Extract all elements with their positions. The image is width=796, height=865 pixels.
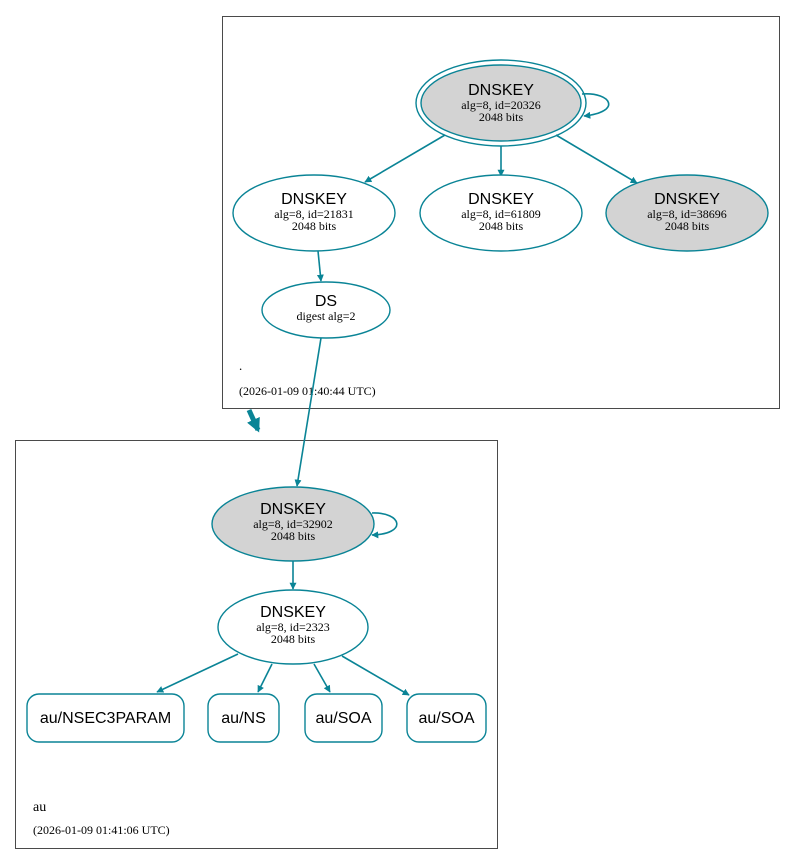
- node-title: DNSKEY: [281, 191, 347, 208]
- node-detail: 2048 bits: [292, 219, 337, 233]
- dnskey-node-root-zsk-38696[interactable]: DNSKEY alg=8, id=38696 2048 bits: [605, 174, 769, 252]
- node-detail: 2048 bits: [479, 219, 524, 233]
- zone-au-frame: [15, 440, 498, 849]
- rrset-label: au/NS: [221, 710, 265, 727]
- node-detail: 2048 bits: [271, 632, 316, 646]
- zone-root-frame: [222, 16, 780, 409]
- node-title: DNSKEY: [468, 82, 534, 99]
- node-detail: alg=8, id=38696: [647, 207, 727, 221]
- ds-node-au[interactable]: DS digest alg=2: [261, 281, 391, 339]
- dnskey-node-au-ksk[interactable]: DNSKEY alg=8, id=32902 2048 bits: [211, 486, 375, 562]
- edge-root-ksk-self: [581, 93, 610, 119]
- edge-au-zsk-to-soa1: [313, 663, 331, 693]
- node-detail: 2048 bits: [665, 219, 710, 233]
- node-detail: digest alg=2: [296, 309, 355, 323]
- node-title: DNSKEY: [260, 501, 326, 518]
- dnskey-node-au-zsk[interactable]: DNSKEY alg=8, id=2323 2048 bits: [217, 589, 369, 665]
- edges: [156, 93, 638, 696]
- node-title: DS: [315, 293, 337, 310]
- zone-au-timestamp: (2026-01-09 01:41:06 UTC): [33, 823, 170, 837]
- rrset-node-au-soa-1[interactable]: au/SOA: [304, 693, 383, 743]
- node-detail: alg=8, id=61809: [461, 207, 541, 221]
- zone-root-name: .: [239, 358, 242, 373]
- node-detail: 2048 bits: [271, 529, 316, 543]
- node-detail: alg=8, id=2323: [256, 620, 330, 634]
- edge-delegation-root-to-au: [246, 408, 261, 433]
- zone-root: . (2026-01-09 01:40:44 UTC): [222, 16, 780, 409]
- node-title: DNSKEY: [468, 191, 534, 208]
- node-detail: alg=8, id=20326: [461, 98, 541, 112]
- node-detail: alg=8, id=21831: [274, 207, 354, 221]
- node-detail: 2048 bits: [479, 110, 524, 124]
- rrset-label: au/SOA: [315, 710, 371, 727]
- node-title: DNSKEY: [654, 191, 720, 208]
- edge-au-zsk-to-soa2: [341, 655, 410, 696]
- edge-au-ksk-self: [371, 512, 398, 539]
- rrset-node-au-soa-2[interactable]: au/SOA: [406, 693, 487, 743]
- edge-ds-to-au-ksk: [294, 337, 322, 487]
- edge-au-zsk-to-ns: [257, 663, 273, 693]
- rrset-node-au-ns[interactable]: au/NS: [207, 693, 280, 743]
- node-title: DNSKEY: [260, 604, 326, 621]
- zone-au: au (2026-01-09 01:41:06 UTC): [15, 440, 498, 849]
- dnskey-node-root-zsk-61809[interactable]: DNSKEY alg=8, id=61809 2048 bits: [419, 174, 583, 252]
- dnskey-node-root-ksk[interactable]: DNSKEY alg=8, id=20326 2048 bits: [415, 59, 587, 147]
- zone-root-timestamp: (2026-01-09 01:40:44 UTC): [239, 384, 376, 398]
- zone-au-name: au: [33, 800, 46, 815]
- edge-root-zsk1-to-ds: [316, 250, 324, 282]
- edge-au-zsk-to-nsec3param: [156, 653, 239, 693]
- node-detail: alg=8, id=32902: [253, 517, 333, 531]
- edge-root-ksk-to-zsk1: [364, 134, 446, 183]
- rrset-label: au/SOA: [418, 710, 474, 727]
- edge-root-ksk-to-zsk3: [555, 134, 638, 184]
- dnskey-node-root-zsk-21831[interactable]: DNSKEY alg=8, id=21831 2048 bits: [232, 174, 396, 252]
- rrset-label: au/NSEC3PARAM: [40, 710, 171, 727]
- rrset-node-au-nsec3param[interactable]: au/NSEC3PARAM: [26, 693, 185, 743]
